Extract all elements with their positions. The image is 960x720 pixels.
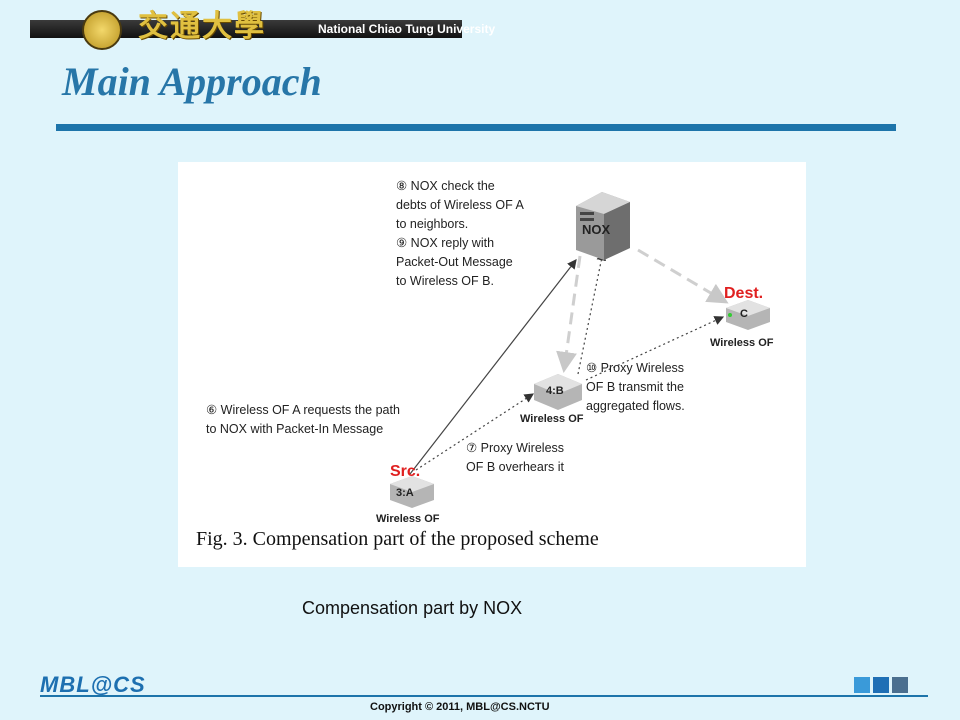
dest-label: Wireless OF [710, 337, 774, 349]
dest-id: C [740, 308, 748, 320]
link-proxy-to-dest [585, 316, 725, 381]
src-switch-icon [390, 476, 434, 508]
annotation-8-line-3: to neighbors. [396, 217, 468, 231]
copyright-text: Copyright © 2011, MBL@CS.NCTU [370, 701, 550, 713]
proxy-label: Wireless OF [520, 413, 584, 425]
proxy-switch-icon [534, 374, 582, 410]
university-banner: 交通大學 National Chiao Tung University [30, 8, 495, 50]
figure-panel: NOX Dest. C Wireless OF 4:B Wireless OF … [178, 162, 806, 567]
src-id: 3:A [396, 487, 414, 499]
annotation-7-line-2: OF B overhears it [466, 460, 564, 474]
proxy-id: 4:B [546, 385, 564, 397]
annotation-10-line-3: aggregated flows. [586, 399, 685, 413]
annotation-6-line-2: to NOX with Packet-In Message [206, 422, 383, 436]
annotation-8-line-2: debts of Wireless OF A [396, 198, 524, 212]
decorative-squares [854, 677, 911, 698]
square-icon [892, 677, 908, 693]
link-nox-to-dest [637, 248, 729, 304]
link-proxy-to-nox [577, 250, 607, 375]
nox-label: NOX [582, 222, 611, 237]
banner-english-name: National Chiao Tung University [318, 22, 496, 36]
link-nox-to-proxy [556, 255, 582, 373]
title-divider [56, 124, 896, 131]
lab-logo: MBL@CS [40, 672, 146, 697]
annotation-9-line-1: ⑨ NOX reply with [396, 236, 494, 250]
square-icon [873, 677, 889, 693]
slide-subtitle: Compensation part by NOX [302, 598, 523, 618]
nox-server-icon [576, 192, 630, 260]
annotation-10-line-2: OF B transmit the [586, 380, 684, 394]
annotation-7-line-1: ⑦ Proxy Wireless [466, 441, 564, 455]
annotation-10-line-1: ⑩ Proxy Wireless [586, 361, 684, 375]
banner-chinese-name: 交通大學 [138, 9, 266, 44]
dest-tag: Dest. [724, 285, 763, 302]
slide-title: Main Approach [62, 59, 322, 104]
annotation-9-line-2: Packet-Out Message [396, 255, 513, 269]
annotation-6-line-1: ⑥ Wireless OF A requests the path [206, 403, 400, 417]
footer-divider [40, 695, 928, 697]
square-icon [854, 677, 870, 693]
annotation-9-line-3: to Wireless OF B. [396, 274, 494, 288]
annotation-8-line-1: ⑧ NOX check the [396, 179, 495, 193]
link-src-to-nox [409, 259, 577, 475]
figure-caption: Fig. 3. Compensation part of the propose… [196, 528, 599, 550]
university-seal-icon [82, 10, 122, 50]
banner-bar [30, 20, 462, 38]
network-diagram: NOX Dest. C Wireless OF 4:B Wireless OF … [206, 179, 774, 525]
link-src-to-proxy [415, 393, 535, 471]
src-label: Wireless OF [376, 513, 440, 525]
dest-switch-icon [726, 300, 770, 330]
src-tag: Src. [390, 463, 420, 480]
